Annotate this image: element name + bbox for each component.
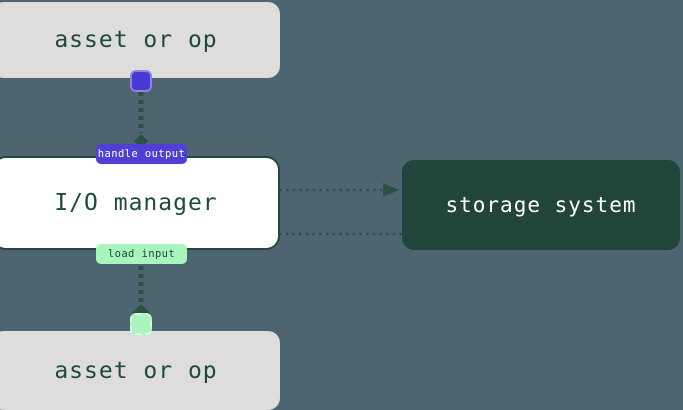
edge-label-handle-output[interactable]: handle output xyxy=(96,144,187,164)
node-io-manager-label: I/O manager xyxy=(54,190,218,216)
edge-label-load-input[interactable]: load input xyxy=(96,244,187,264)
input-port-handle[interactable] xyxy=(130,313,152,335)
edge-asset-to-iomanager xyxy=(134,92,148,148)
output-port-handle[interactable] xyxy=(130,70,152,92)
edge-label-load-input-text: load input xyxy=(107,248,176,260)
node-asset-or-op-top-label: asset or op xyxy=(54,27,218,53)
node-asset-or-op-bottom[interactable]: asset or op xyxy=(0,331,280,410)
edge-iomanager-to-storage-arrow xyxy=(383,183,399,197)
node-storage-system-label: storage system xyxy=(445,193,637,217)
node-io-manager[interactable]: I/O manager xyxy=(0,156,280,250)
node-asset-or-op-top[interactable]: asset or op xyxy=(0,2,280,78)
edge-label-handle-output-text: handle output xyxy=(97,148,186,160)
node-storage-system[interactable]: storage system xyxy=(402,160,680,250)
node-asset-or-op-bottom-label: asset or op xyxy=(54,357,218,384)
